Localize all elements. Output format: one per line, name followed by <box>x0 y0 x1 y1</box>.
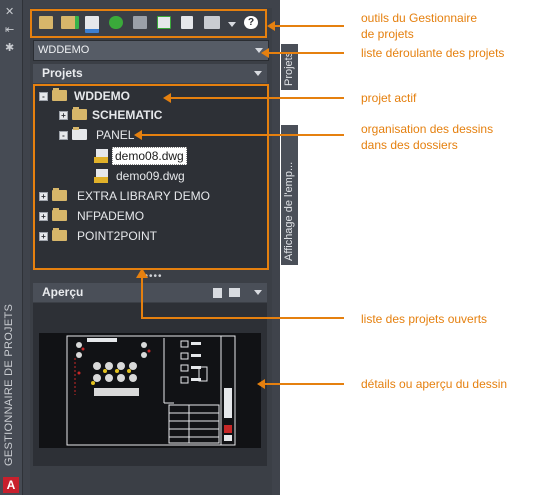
annotation-active-project: projet actif <box>361 91 417 105</box>
tab-location-view[interactable]: Affichage de l'emp... <box>281 125 298 265</box>
annotation-toolbar-line1: outils du Gestionnaire <box>361 11 478 25</box>
new-project-icon[interactable] <box>61 16 79 29</box>
folder-open-icon <box>72 127 87 140</box>
chevron-down-icon[interactable] <box>254 71 262 76</box>
project-dropdown[interactable]: WDDEMO <box>33 40 269 61</box>
expand-icon[interactable]: + <box>39 192 48 201</box>
project-tree: - WDDEMO + SCHEMATIC - PANEL demo08.dwg … <box>33 84 267 268</box>
tab-projects[interactable]: Projets <box>281 44 298 90</box>
title-block-update-icon[interactable] <box>157 16 171 29</box>
folders-arrow <box>134 130 344 140</box>
toolbar-highlight <box>30 9 267 38</box>
expand-icon[interactable]: + <box>39 232 48 241</box>
drawing-file-icon <box>94 169 108 183</box>
annotation-combo: liste déroulante des projets <box>361 46 505 60</box>
open-list-arrow <box>136 268 344 319</box>
splitter-grip[interactable]: ••••• <box>140 271 163 282</box>
refresh-icon[interactable] <box>109 16 123 29</box>
active-project-arrow <box>163 93 344 103</box>
preview-icon[interactable] <box>229 288 240 297</box>
open-project-icon[interactable] <box>39 16 53 29</box>
project-wide-update-icon[interactable] <box>133 16 147 29</box>
annotation-folders-line1: organisation des dessins <box>361 122 494 136</box>
close-icon[interactable]: ✕ <box>5 6 15 18</box>
drawing-thumbnail <box>39 333 261 448</box>
annotation-toolbar-line2: de projets <box>361 27 414 41</box>
drawing-file-icon <box>94 149 108 163</box>
reports-icon[interactable] <box>181 16 193 29</box>
projects-header-label: Projets <box>42 66 83 80</box>
publish-dropdown-icon[interactable] <box>228 22 236 27</box>
expand-icon[interactable]: + <box>39 212 48 221</box>
annotation-open-list: liste des projets ouverts <box>361 312 488 326</box>
project-folder-icon <box>52 228 67 241</box>
project-manager-toolbar: ? <box>30 9 266 37</box>
project-dropdown-value: WDDEMO <box>38 44 90 56</box>
project-folder-icon <box>52 88 67 101</box>
chevron-down-icon[interactable] <box>254 290 262 295</box>
toolbar-arrow <box>267 21 344 31</box>
project-properties-icon[interactable] <box>85 16 99 33</box>
annotation-preview: détails ou aperçu du dessin <box>361 377 508 391</box>
expand-icon[interactable]: + <box>59 111 68 120</box>
publish-icon[interactable] <box>204 16 220 29</box>
chevron-down-icon[interactable] <box>255 48 263 53</box>
properties-icon[interactable]: ✱ <box>5 42 15 54</box>
collapse-icon[interactable]: - <box>59 131 68 140</box>
projects-section-header[interactable]: Projets <box>33 64 267 83</box>
details-icon[interactable] <box>213 288 222 298</box>
palette-title: GESTIONNAIRE DE PROJETS <box>3 303 15 466</box>
help-icon[interactable]: ? <box>244 16 258 29</box>
preview-section-header[interactable]: Aperçu <box>33 283 267 302</box>
autocad-logo-icon: A <box>3 477 19 493</box>
combo-arrow <box>261 48 344 58</box>
auto-hide-icon[interactable]: ⇤ <box>5 24 15 36</box>
project-folder-icon <box>52 188 67 201</box>
collapse-icon[interactable]: - <box>39 92 48 101</box>
project-folder-icon <box>52 208 67 221</box>
folder-icon <box>72 107 87 120</box>
tree-highlight <box>33 84 269 270</box>
palette-title-strip[interactable]: ✕ ⇤ ✱ GESTIONNAIRE DE PROJETS <box>0 0 23 495</box>
preview-header-label: Aperçu <box>42 285 84 299</box>
annotation-folders-line2: dans des dossiers <box>361 138 458 152</box>
preview-arrow <box>257 379 344 389</box>
